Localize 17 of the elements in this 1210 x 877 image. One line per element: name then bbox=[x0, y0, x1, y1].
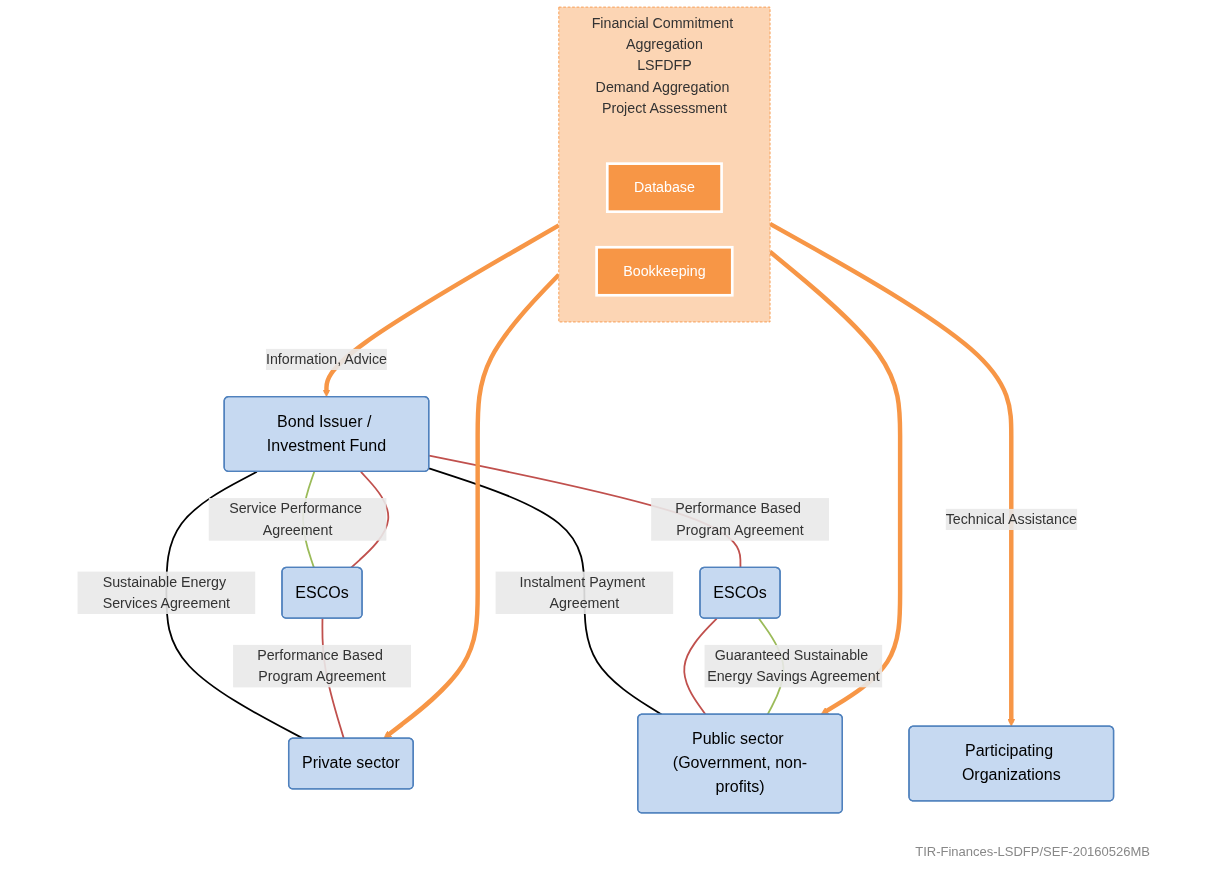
reference-code: TIR-Finances-LSDFP/SEF-20160526MB bbox=[915, 844, 1150, 859]
connector bbox=[165, 470, 304, 740]
node-box: Bookkeeping bbox=[594, 245, 734, 297]
edge-label: Performance Based Program Agreement bbox=[256, 647, 386, 684]
edge-label: Service Performance Agreement bbox=[228, 500, 362, 538]
arrow bbox=[322, 223, 560, 397]
edge-label: Guaranteed Sustainable Energy Savings Agreement bbox=[706, 647, 880, 684]
edge-label: Performance Based Program Agreement bbox=[674, 500, 804, 538]
arrow bbox=[768, 221, 1015, 727]
edge-label: Technical Assistance bbox=[945, 511, 1077, 527]
arrow bbox=[383, 273, 560, 739]
edge-label: Instalment Payment Agreement bbox=[519, 574, 645, 611]
edge-label: Sustainable Energy Services Agreement bbox=[102, 574, 230, 611]
edge-label: Information, Advice bbox=[265, 351, 387, 367]
node-box: Database bbox=[605, 162, 723, 213]
connector bbox=[682, 617, 718, 716]
arrow bbox=[768, 250, 902, 715]
